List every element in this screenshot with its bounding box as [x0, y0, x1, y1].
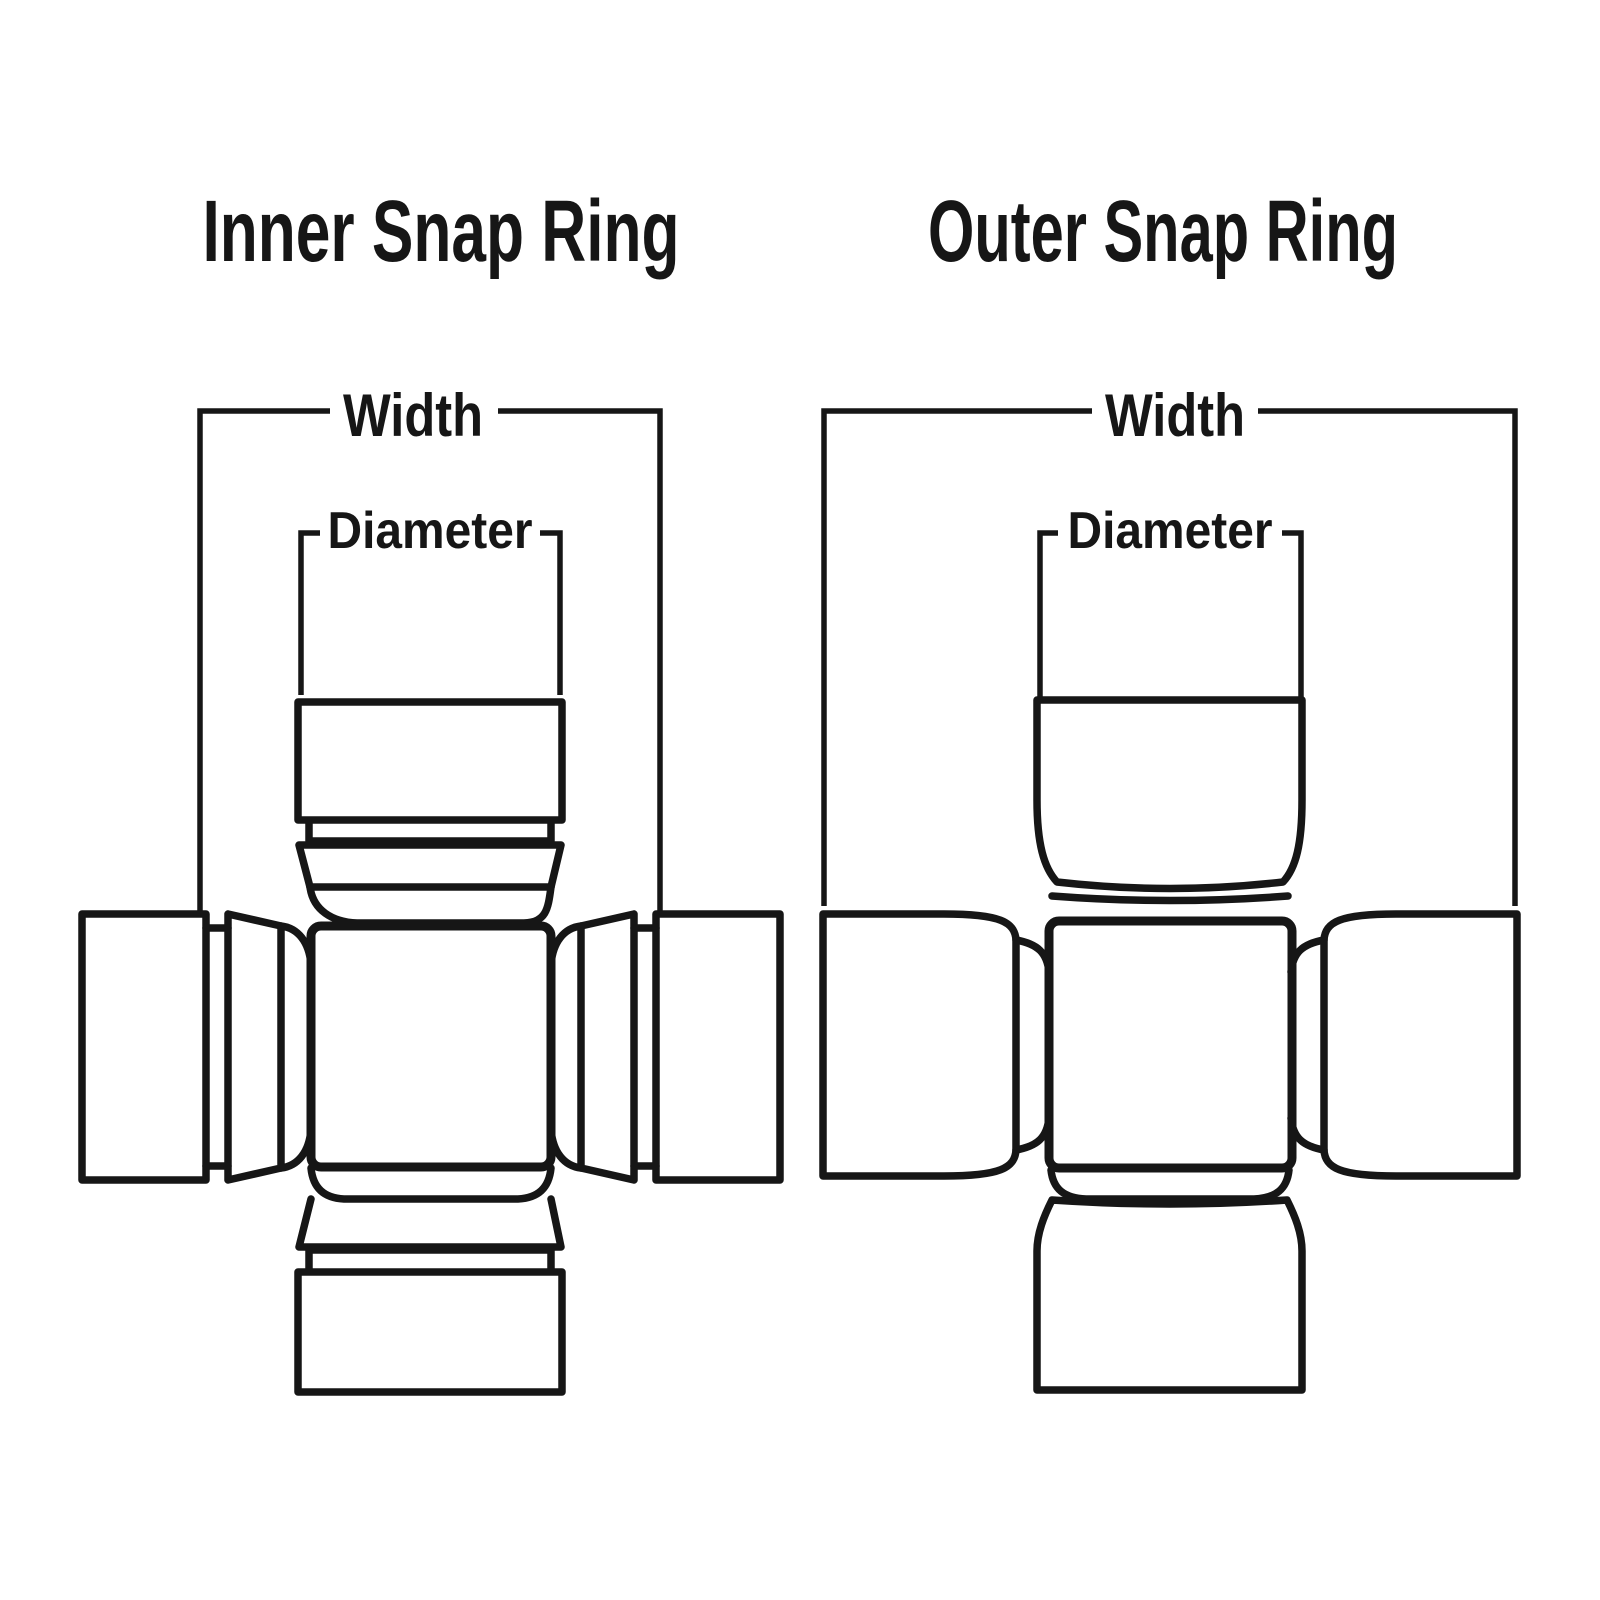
inner-bottom-bell-flare: [307, 1164, 555, 1203]
outer-right-neck-fillets: [1287, 936, 1328, 1154]
inner-width-dimension-line-right: [498, 408, 663, 912]
inner-diameter-dimension-line-left: [298, 530, 320, 695]
inner-left-bell-fillets: [277, 922, 315, 1172]
outer-diameter-dimension-line-right: [1282, 530, 1304, 697]
outer-diameter-dimension-label: Diameter: [1068, 502, 1273, 560]
outer-bottom-seal-band: [1047, 1166, 1293, 1203]
outer-top-seal-band: [1048, 892, 1292, 905]
inner-right-snap-ring-band: [577, 910, 638, 1184]
inner-snap-ring-diagram: Inner Snap Ring Width Diameter: [78, 183, 784, 1396]
outer-top-bearing-cap: [1033, 696, 1306, 893]
inner-bottom-step-band: [305, 1246, 555, 1275]
outer-left-bearing-cap: [819, 910, 1020, 1180]
inner-left-snap-ring-band: [224, 910, 285, 1184]
inner-diameter-dimension-label: Diameter: [328, 502, 533, 560]
outer-width-dimension-line-right: [1258, 408, 1518, 906]
inner-width-dimension-label: Width: [343, 382, 483, 449]
inner-top-bearing-cap: [294, 698, 566, 824]
outer-diagram-title: Outer Snap Ring: [928, 183, 1398, 280]
outer-cross-body: [1044, 916, 1297, 1173]
inner-right-bell-fillets: [547, 922, 585, 1172]
outer-left-neck-fillets: [1012, 936, 1053, 1154]
inner-top-bell-flare: [306, 883, 555, 927]
inner-bottom-snap-ring-band: [295, 1195, 565, 1251]
inner-width-dimension-line-left: [197, 408, 330, 911]
inner-top-snap-ring-band: [295, 841, 565, 891]
outer-bottom-bearing-cap: [1033, 1196, 1306, 1394]
inner-diameter-dimension-line-right: [540, 530, 563, 695]
inner-top-step-band: [305, 818, 555, 845]
outer-snap-ring-diagram: Outer Snap Ring Width Diameter: [819, 183, 1521, 1394]
inner-bottom-bearing-cap: [294, 1268, 566, 1396]
inner-right-bearing-cap: [652, 910, 784, 1184]
inner-cross-body: [306, 921, 556, 1172]
outer-right-bearing-cap: [1320, 910, 1521, 1180]
outer-width-dimension-label: Width: [1105, 382, 1245, 449]
outer-diameter-dimension-line-left: [1037, 530, 1058, 697]
inner-left-bearing-cap: [78, 910, 210, 1184]
outer-width-dimension-line-left: [821, 408, 1092, 906]
inner-diagram-title: Inner Snap Ring: [203, 183, 680, 280]
